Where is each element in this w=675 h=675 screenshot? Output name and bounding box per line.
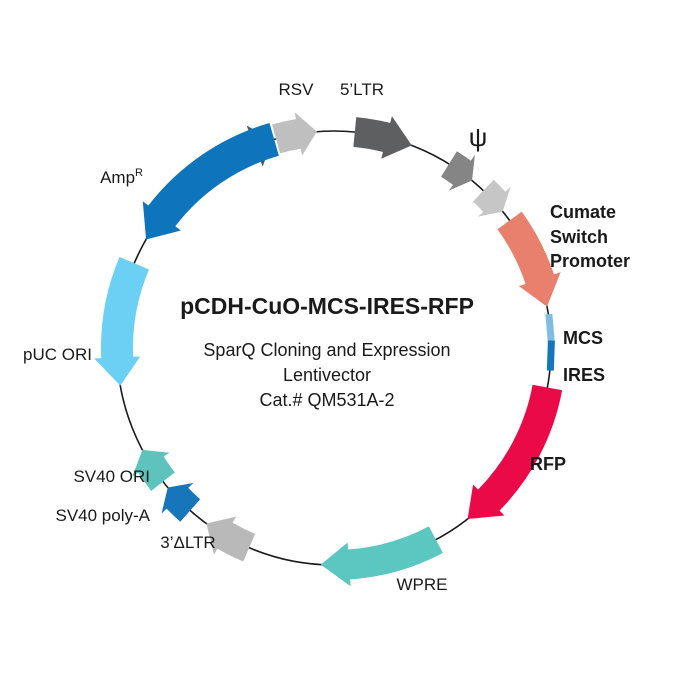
subtitle-line-2: Lentivector [283, 365, 371, 385]
label-ampr: AmpR [100, 167, 143, 187]
label-puc-ori: pUC ORI [23, 345, 92, 364]
feature-arrow-wpre [320, 526, 443, 587]
label-rfp: RFP [530, 454, 566, 474]
feature-arrow-rfp [467, 384, 563, 519]
plasmid-name: pCDH-CuO-MCS-IRES-RFP [180, 293, 474, 319]
psi-symbol: ψ [469, 122, 488, 152]
feature-arrow-5ltr [272, 112, 317, 156]
subtitle-line-1: SparQ Cloning and Expression [203, 340, 450, 360]
label-ampr-sup: R [135, 167, 143, 179]
feature-arrow-promoter [497, 211, 561, 307]
label-mcs: MCS [563, 328, 603, 348]
label-cumate-line-1: Cumate [550, 202, 616, 222]
feature-arrow-cumate2 [473, 179, 511, 217]
label-3ltr: 3’ΔLTR [160, 533, 215, 552]
feature-arrows [94, 112, 563, 587]
marker-ires [546, 340, 555, 371]
feature-arrow-sv40polya [161, 483, 201, 522]
label-wpre: WPRE [397, 575, 448, 594]
feature-arrow-amp [142, 123, 279, 240]
label-ampr-main: Amp [100, 168, 135, 187]
site-markers [545, 313, 555, 371]
subtitle-line-3: Cat.# QM531A-2 [259, 390, 394, 410]
marker-mcs [545, 313, 555, 345]
label-sv40-ori: SV40 ORI [73, 467, 150, 486]
feature-arrow-puc [94, 256, 149, 386]
label-cumate-line-3: Promoter [550, 251, 630, 271]
feature-arrow-3ltr [206, 516, 256, 562]
label-5ltr: 5’LTR [340, 80, 384, 99]
label-ires: IRES [563, 365, 605, 385]
label-sv40-polya: SV40 poly-A [56, 506, 151, 525]
feature-arrow-psi [353, 116, 412, 159]
label-cumate-line-2: Switch [550, 227, 608, 247]
label-rsv: RSV [279, 80, 315, 99]
feature-arrow-sv40ori [132, 449, 175, 491]
feature-arrow-cumate1 [441, 151, 475, 191]
